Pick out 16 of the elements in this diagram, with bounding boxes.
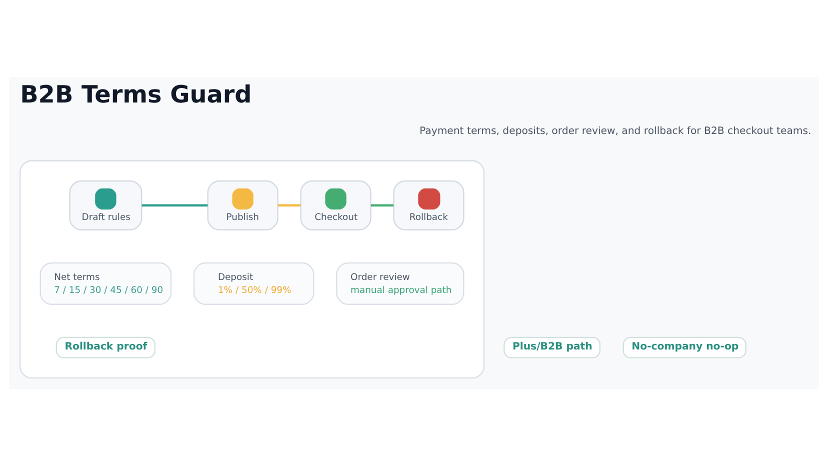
node-box: No-company no-op: [622, 336, 746, 358]
node-box: Rollback proof: [56, 336, 156, 358]
label: Payment terms, deposits, order review, and rollback for B2B checkout teams.: [420, 126, 812, 137]
diagram-title: B2B Terms Guard: [20, 80, 252, 109]
node-box: Net terms 7 / 15 / 30 / 45 / 60 / 90: [40, 262, 172, 305]
node-box: Draft rules: [69, 180, 142, 230]
cluster: [20, 160, 485, 379]
connector: [278, 204, 301, 207]
node-box: Order review manual approval path: [336, 262, 464, 305]
connector: [371, 204, 394, 207]
node-box: Plus/B2B path: [504, 336, 600, 358]
node-box: Rollback: [393, 180, 464, 230]
node-box: Checkout: [300, 180, 372, 230]
node-box: Publish: [207, 180, 278, 230]
connector: [142, 204, 208, 207]
node-box: Deposit 1% / 50% / 99%: [193, 262, 314, 305]
